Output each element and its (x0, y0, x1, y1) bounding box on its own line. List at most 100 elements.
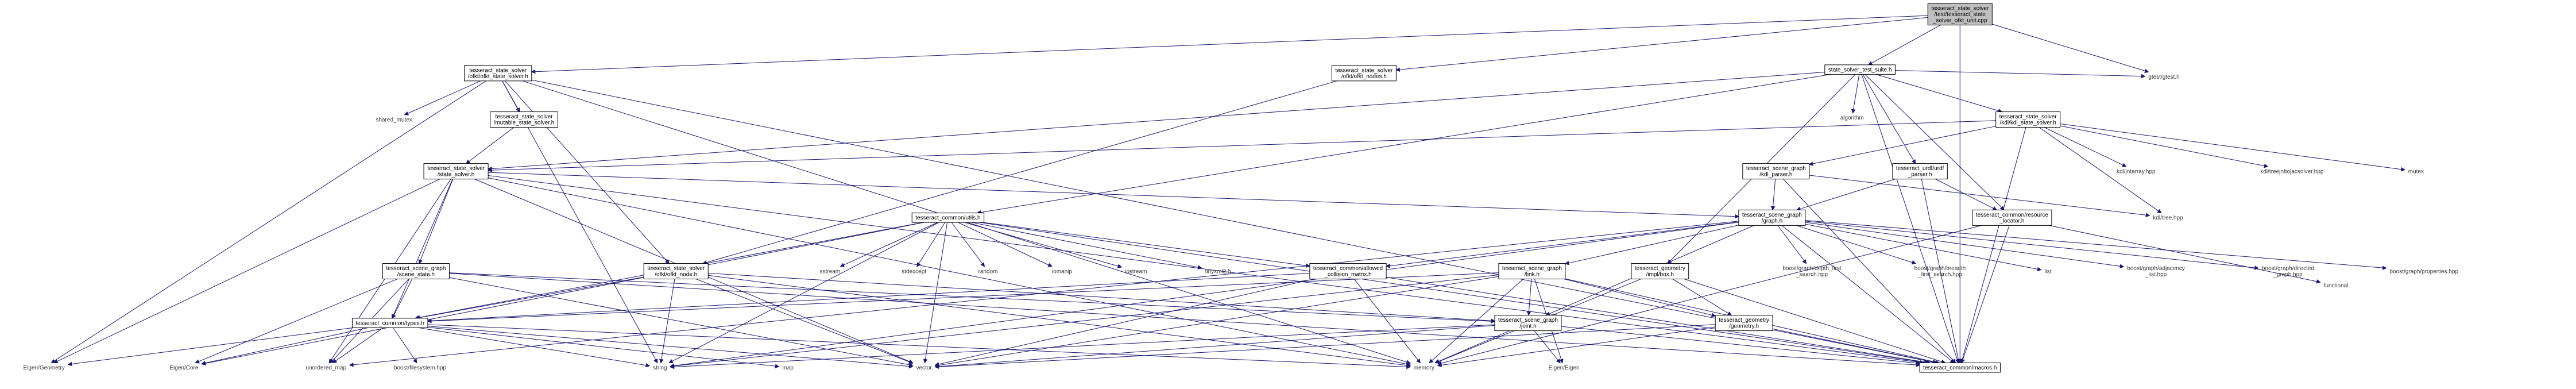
node-label: vector (916, 365, 932, 371)
edge-ofkt-solver-to-shared-mutex (404, 80, 481, 115)
node-algorithm: algorithm (1840, 115, 1864, 121)
node-label: algorithm (1840, 115, 1864, 121)
edge-types-to-eigen-geometry (67, 327, 354, 367)
node-tinyxml2: tinyxml2.h (1205, 268, 1231, 275)
edge-joint-to-vector (934, 325, 1495, 369)
node-joint[interactable]: tesseract_scene_graph/joint.h (1494, 315, 1562, 332)
edge-test-suite-to-macros (1861, 74, 1960, 364)
node-label: /impl/box.h (1646, 272, 1674, 278)
node-kdl-parser[interactable]: tesseract_scene_graph/kdl_parser.h (1742, 163, 1810, 180)
node-label: stdexcept (902, 268, 926, 275)
edge-state-solver-to-types (391, 179, 453, 319)
node-box (1738, 209, 1806, 226)
node-label: /graph.h (1762, 218, 1783, 224)
node-shared-mutex: shared_mutex (376, 117, 412, 123)
node-label: _first_search.hpp (1917, 272, 1962, 278)
node-label: tesseract_state_solver (427, 165, 485, 172)
edge-link-to-types (427, 272, 1499, 323)
node-graph[interactable]: tesseract_scene_graph/graph.h (1738, 209, 1806, 226)
edge-urdf-parser-to-resource (1935, 179, 1998, 210)
node-ofkt-node[interactable]: tesseract_state_solver/ofkt/ofkt_node.h (643, 263, 709, 280)
node-box (1972, 209, 2052, 226)
node-random: random (978, 268, 998, 275)
node-ofkt-solver[interactable]: tesseract_state_solver/ofkt/ofkt_state_s… (464, 65, 532, 82)
node-label: sstream (820, 268, 841, 275)
node-label: kdl/treejnttojacsolver.hpp (2260, 168, 2324, 175)
node-allowed[interactable]: tesseract_common/allowed_collision_matri… (1309, 263, 1387, 280)
edge-mutable-solver-to-state-solver (465, 127, 515, 164)
node-label: boost/graph/directed (2262, 265, 2314, 272)
node-label: tesseract_common/types.h (355, 320, 424, 326)
edge-allowed-to-memory (1353, 279, 1421, 364)
edge-scene-state-to-macros (449, 273, 1921, 367)
node-label: boost/filesystem.hpp (394, 365, 447, 371)
node-mutable-solver[interactable]: tesseract_state_solver/mutable_state_sol… (490, 111, 558, 128)
node-label: tesseract_scene_graph (1502, 265, 1562, 272)
node-utils[interactable]: tesseract_common/utils.h (911, 213, 985, 223)
edge-graph-to-link (1564, 225, 1739, 265)
edge-resource-to-functional (2049, 225, 2321, 284)
edge-ofkt-solver-to-eigen-geometry (51, 80, 486, 364)
edge-ofkt-nodes-to-ofkt-node (702, 80, 1337, 265)
node-state-solver[interactable]: tesseract_state_solver/state_solver.h (423, 163, 489, 180)
edge-types-to-map (427, 326, 780, 369)
node-macros[interactable]: tesseract_common/macros.h (1919, 362, 2001, 373)
edge-utils-to-random (951, 222, 985, 267)
node-types[interactable]: tesseract_common/types.h (351, 318, 428, 328)
edge-types-to-eigen-core (201, 327, 369, 365)
edge-link-to-joint (1526, 279, 1532, 316)
node-label: tesseract_common/utils.h (915, 215, 980, 221)
node-impl-box[interactable]: tesseract_geometry/impl/box.h (1631, 263, 1689, 280)
node-label: kdl/jntarray.hpp (2117, 168, 2156, 175)
edge-test-suite-to-urdf-parser (1862, 74, 1916, 164)
node-iostream: iostream (1125, 268, 1147, 275)
edge-types-to-unordered-map (332, 327, 384, 364)
edges-layer (51, 15, 2405, 369)
edge-resource-to-memory (1437, 225, 1982, 365)
node-map: map (783, 365, 794, 371)
edge-scene-state-to-eigen-core (195, 279, 398, 364)
node-memory: memory (1414, 365, 1434, 371)
node-label: tesseract_state_solver (647, 265, 705, 272)
node-string: string (653, 365, 667, 371)
edge-graph-to-adjacency (1805, 222, 2125, 269)
edge-test-suite-to-state-solver (488, 72, 1825, 171)
node-urdf-parser[interactable]: tesseract_urdf/urdf_parser.h (1892, 163, 1948, 180)
node-label: _solver_ofkt_unit.cpp (1932, 18, 1987, 24)
node-link[interactable]: tesseract_scene_graph/link.h (1498, 263, 1566, 280)
node-root[interactable]: tesseract_state_solver/test/tesseract_st… (1927, 3, 1993, 26)
node-label: /scene_state.h (397, 272, 435, 278)
edge-root-to-macros (1958, 25, 1963, 364)
node-gtest: gtest/gtest.h (2148, 74, 2179, 80)
node-label: Eigen/Core (169, 365, 198, 371)
edge-geometry-to-memory (1437, 326, 1716, 368)
node-geometry[interactable]: tesseract_geometry/geometry.h (1715, 315, 1773, 332)
node-label: tesseract_common/resource (1976, 212, 2049, 218)
node-label: tesseract_urdf/urdf (1896, 165, 1944, 172)
node-label: boost/graph/breadth (1914, 265, 1966, 272)
node-dfs: boost/graph/depth_first_search.hpp (1782, 265, 1842, 278)
edge-test-suite-to-kdl-solver (1875, 74, 2003, 113)
node-scene-state[interactable]: tesseract_scene_graph/scene_state.h (382, 263, 450, 280)
edge-urdf-parser-to-graph (1796, 179, 1896, 211)
node-box (643, 263, 709, 280)
edge-types-to-vector (427, 326, 914, 369)
node-iomanip: iomanip (1052, 268, 1072, 275)
node-label: tesseract_scene_graph (1742, 212, 1802, 218)
edge-graph-to-bfs (1796, 225, 1917, 265)
node-kdl-solver[interactable]: tesseract_state_solver/kdl/kdl_state_sol… (1995, 111, 2061, 128)
node-box (1494, 315, 1562, 332)
edge-utils-to-tinyxml2 (972, 222, 1202, 269)
node-ofkt-nodes[interactable]: tesseract_state_solver/ofkt/ofkt_nodes.h (1331, 65, 1397, 82)
edge-utils-to-string (668, 222, 939, 363)
edge-joint-to-eigen-eigen (1534, 330, 1561, 364)
node-label: unordered_map (305, 365, 346, 371)
node-label: tesseract_scene_graph (386, 265, 446, 272)
node-label: boost/graph/adjacency (2127, 265, 2185, 272)
edge-graph-to-properties (1805, 220, 2387, 270)
node-test-suite[interactable]: state_solver_test_suite.h (1824, 64, 1896, 75)
node-properties: boost/graph/properties.hpp (2390, 268, 2459, 275)
node-resource[interactable]: tesseract_common/resource_locator.h (1972, 209, 2052, 226)
node-filesystem: boost/filesystem.hpp (394, 365, 447, 371)
